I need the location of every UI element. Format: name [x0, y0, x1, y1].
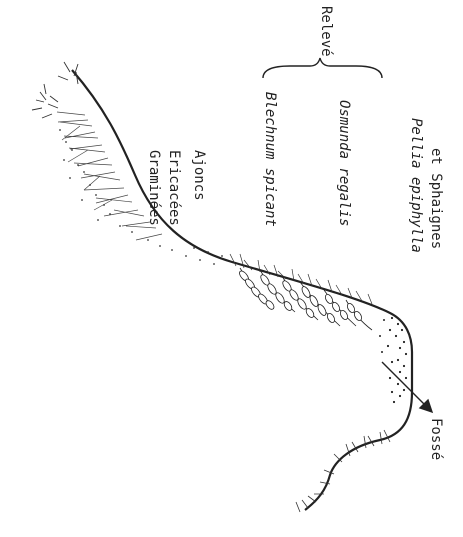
releve-brace [263, 58, 382, 78]
grass-bottom-hatching [296, 430, 390, 512]
label-osmunda: Osmunda regalis [336, 100, 352, 226]
grass-top-hatching [32, 62, 78, 118]
label-blechnum: Blechnum spicant [262, 92, 278, 227]
label-ajoncs: Ajoncs [191, 150, 207, 201]
label-pellia: Pellia epiphylla [408, 118, 424, 253]
label-releve: Relevé [318, 6, 334, 57]
ground-profile-line [72, 70, 412, 510]
label-ericacees: Ericacées [166, 150, 182, 226]
label-fosse: Fossé [428, 418, 444, 460]
label-sphaignes: et Sphaignes [428, 148, 444, 249]
moss-stippling [379, 317, 407, 403]
label-graminees: Graminées [146, 150, 162, 226]
ditch-arrow [382, 362, 432, 412]
